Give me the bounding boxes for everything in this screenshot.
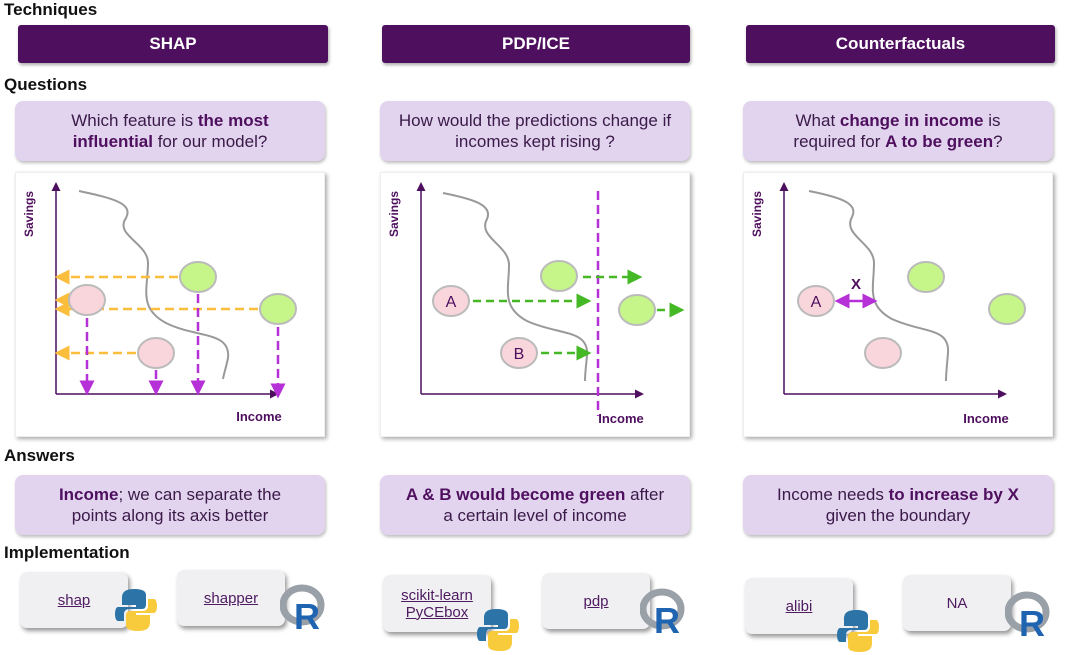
python-logo-icon (837, 610, 879, 652)
point-a-label: A (811, 294, 822, 311)
r-logo-icon: R (280, 584, 325, 633)
shap-chart: Savings Income (15, 172, 325, 437)
green-point (259, 293, 297, 325)
section-implementation: Implementation (4, 543, 130, 562)
x-axis-label: Income (963, 411, 1009, 426)
question-counterfactual: What change in income is required for A … (743, 101, 1053, 161)
green-point (988, 293, 1026, 325)
answer-shap: Income; we can separate the points along… (15, 475, 325, 535)
green-point (618, 294, 656, 326)
python-logo-icon (115, 589, 157, 631)
change-x-label: X (851, 276, 861, 293)
section-techniques: Techniques (4, 0, 98, 19)
section-answers: Answers (4, 446, 75, 465)
technique-pdp-ice: PDP/ICE (382, 25, 690, 63)
impl-alibi-link[interactable]: alibi (745, 578, 853, 634)
y-axis-label: Savings (387, 191, 401, 237)
y-axis-label: Savings (22, 191, 36, 237)
point-a (797, 285, 835, 317)
x-axis-label: Income (598, 411, 644, 426)
technique-counterfactuals: Counterfactuals (746, 25, 1055, 63)
svg-text:R: R (294, 596, 320, 633)
impl-shap-link[interactable]: shap (20, 572, 128, 628)
pycebox-link[interactable]: PyCEbox (405, 603, 469, 621)
green-point (540, 260, 578, 292)
r-logo-icon: R (1005, 591, 1050, 640)
point-b-label: B (514, 346, 525, 363)
point-b (500, 337, 538, 369)
answer-pdp: A & B would become green after a certain… (380, 475, 690, 535)
y-axis-label: Savings (750, 191, 764, 237)
impl-pdp-link[interactable]: pdp (542, 573, 650, 629)
r-logo-icon: R (640, 588, 685, 637)
svg-text:R: R (654, 600, 680, 637)
svg-text:R: R (1019, 603, 1045, 640)
technique-shap: SHAP (18, 25, 328, 63)
pink-point (864, 337, 902, 369)
x-axis-label: Income (236, 409, 282, 424)
question-pdp: How would the predictions change if inco… (380, 101, 690, 161)
point-a (432, 285, 470, 317)
python-logo-icon (477, 609, 519, 651)
impl-shapper-link[interactable]: shapper (177, 570, 285, 626)
scikit-learn-link[interactable]: scikit-learn (401, 586, 473, 604)
point-a-label: A (446, 294, 457, 311)
counterfactual-chart: Savings Income X A (743, 172, 1053, 437)
pink-point (68, 284, 106, 316)
green-point (179, 261, 217, 293)
impl-na: NA (903, 575, 1011, 631)
pink-point (137, 337, 175, 369)
answer-counterfactual: Income needs to increase by X given the … (743, 475, 1053, 535)
pdp-chart: Savings Income A B (380, 172, 690, 437)
green-point (907, 261, 945, 293)
decision-boundary (78, 190, 230, 380)
question-shap: Which feature is the most influential fo… (15, 101, 325, 161)
section-questions: Questions (4, 75, 88, 94)
